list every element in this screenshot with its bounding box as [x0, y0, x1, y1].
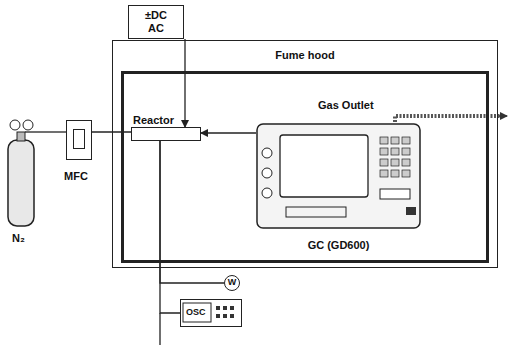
- osc-button: [216, 314, 220, 318]
- gas-outlet-pipe: [395, 116, 500, 122]
- gc-knob: [262, 148, 272, 158]
- osc-button: [223, 306, 227, 310]
- cyl-node: N₂: [6, 118, 52, 245]
- gc-screen: [280, 135, 368, 197]
- gc-instrument: [256, 123, 421, 229]
- gc-key: [380, 137, 388, 144]
- pipe: [25, 131, 50, 132]
- reactor-tube: [131, 127, 201, 141]
- gc-port: [406, 207, 416, 215]
- valve: [17, 132, 25, 141]
- osc-button: [216, 306, 220, 310]
- gc-case: [257, 124, 420, 228]
- gc-key: [391, 148, 399, 155]
- gc-key: [402, 137, 410, 144]
- connector: [50, 131, 66, 132]
- gc-key: [402, 148, 410, 155]
- connector: [184, 39, 185, 127]
- mfc-display: [73, 129, 85, 149]
- osc-button: [223, 314, 227, 318]
- gas-cylinder: [6, 118, 50, 228]
- gauge: [10, 120, 20, 130]
- node-label: W: [225, 276, 239, 289]
- node-label: GC (GD600): [256, 239, 421, 252]
- gc-drawing: [256, 123, 421, 229]
- cylinder-body: [8, 140, 34, 226]
- node-label: Reactor: [133, 113, 201, 127]
- gc-key: [380, 148, 388, 155]
- mfc-node: MFC: [66, 120, 92, 183]
- node-label: Fume hood: [113, 41, 497, 69]
- gc-key: [380, 159, 388, 166]
- node-label: N₂: [12, 232, 52, 245]
- osc-screen: [183, 303, 211, 322]
- gc-key: [380, 170, 388, 177]
- node-label: MFC: [64, 170, 92, 183]
- signal-wire: [159, 313, 160, 345]
- osc-button: [230, 314, 234, 318]
- gc-knob: [262, 168, 272, 178]
- gc-node: GC (GD600): [256, 123, 421, 252]
- gauge: [23, 120, 33, 130]
- mfc-box: [66, 120, 92, 160]
- hood-node: Fume hoodReactor GC (GD600): [112, 40, 498, 268]
- gc-panel: [380, 189, 410, 199]
- w-node: W: [224, 275, 240, 291]
- osc-button: [230, 306, 234, 310]
- gas-outlet-arrow: [499, 115, 507, 117]
- osc-node: OSC: [180, 299, 242, 327]
- node-label: OSC: [186, 307, 206, 318]
- connector: [160, 141, 180, 313]
- reactor-node: Reactor: [131, 113, 201, 141]
- gc-tray: [286, 207, 346, 217]
- gc-key: [402, 159, 410, 166]
- connector: [201, 132, 256, 133]
- gc-knob: [262, 188, 272, 198]
- gc-key: [391, 137, 399, 144]
- flow-label: Gas Outlet: [318, 99, 374, 112]
- gc-key: [391, 170, 399, 177]
- gc-key: [402, 170, 410, 177]
- oscilloscope: OSC: [180, 299, 242, 327]
- box-node: ±DC AC: [128, 5, 184, 39]
- gc-key: [391, 159, 399, 166]
- node-label: ±DC AC: [139, 9, 173, 35]
